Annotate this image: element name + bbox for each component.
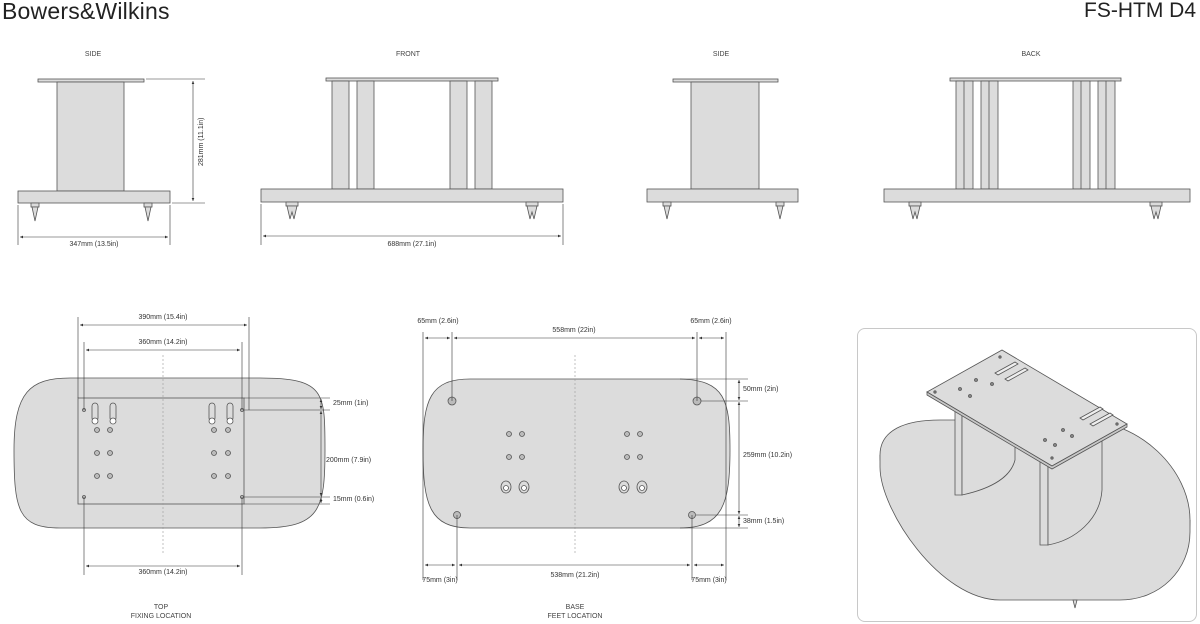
isometric-stand [879,349,1191,609]
side-height-dim: 281mm (11.1in) [198,117,205,166]
top-caption-line2: FIXING LOCATION [130,613,192,620]
base-bottom-span-dim: 538mm (21.2in) [550,572,600,579]
side-right-label: SIDE [712,51,730,58]
base-height-span-dim: 259mm (10.2in) [743,452,793,459]
base-left-top-offset-dim: 65mm (2.6in) [417,318,459,325]
base-top-margin-dim: 50mm (2in) [743,386,779,393]
top-caption-line1: TOP [153,604,169,611]
spike-foot [143,202,153,222]
side-left-label: SIDE [84,51,102,58]
base-feet-view [422,378,731,529]
brand-logo: Bowers&Wilkins [2,0,170,24]
base-right-bottom-offset-dim: 75mm (3in) [691,577,727,584]
side-left-elevation [17,78,171,222]
bottom-offset-dim: 15mm (0.6in) [333,496,375,503]
top-inner-width-dim: 360mm (14.2in) [138,339,188,346]
top-caption: TOP FIXING LOCATION [131,603,192,621]
top-height-dim: 200mm (7.9in) [326,457,372,464]
side-right-elevation [646,78,799,220]
top-offset-dim: 25mm (1in) [333,400,369,407]
back-elevation [883,77,1191,220]
back-label: BACK [1021,51,1041,58]
top-fixing-view [13,377,326,529]
top-outer-width-dim: 390mm (15.4in) [138,314,188,321]
base-caption: BASE FEET LOCATION [548,603,603,621]
base-caption-line1: BASE [565,604,585,611]
top-bottom-width-dim: 360mm (14.2in) [138,569,188,576]
base-left-bottom-offset-dim: 75mm (3in) [422,577,458,584]
base-top-span-dim: 558mm (22in) [552,327,596,334]
base-right-top-offset-dim: 65mm (2.6in) [690,318,732,325]
front-label: FRONT [395,51,421,58]
model-name: FS-HTM D4 [1084,0,1196,22]
side-width-dim: 347mm (13.5in) [69,241,119,248]
front-elevation [260,77,564,220]
spike-foot [30,202,40,222]
front-width-dim: 688mm (27.1in) [387,241,437,248]
base-bottom-margin-dim: 38mm (1.5in) [743,518,785,525]
base-caption-line2: FEET LOCATION [547,613,603,620]
